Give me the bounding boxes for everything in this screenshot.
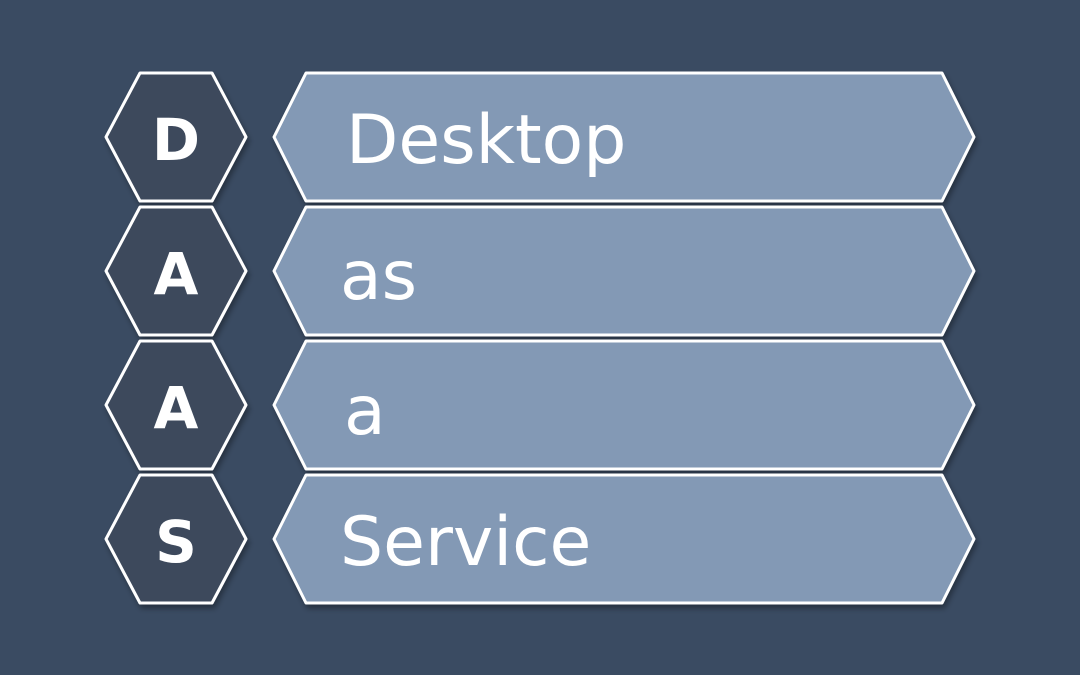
letter-label: D	[152, 106, 200, 174]
word-banner	[272, 339, 976, 471]
word-label: as	[340, 237, 417, 316]
word-banner	[272, 71, 976, 203]
word-label: Service	[340, 503, 591, 582]
word-label: a	[344, 372, 386, 451]
letter-hexagon	[104, 473, 248, 605]
letter-hexagon	[104, 339, 248, 471]
letter-hexagon	[104, 205, 248, 337]
letter-label: A	[154, 240, 199, 308]
word-banner	[272, 473, 976, 605]
acronym-row: A as	[104, 205, 976, 337]
acronym-row: A a	[104, 339, 976, 471]
letter-label: A	[154, 374, 199, 442]
acronym-row: S Service	[104, 473, 976, 605]
acronym-row: D Desktop	[104, 71, 976, 203]
letter-hexagon	[104, 71, 248, 203]
letter-label: S	[155, 508, 197, 576]
word-banner	[272, 205, 976, 337]
word-label: Desktop	[346, 101, 626, 180]
